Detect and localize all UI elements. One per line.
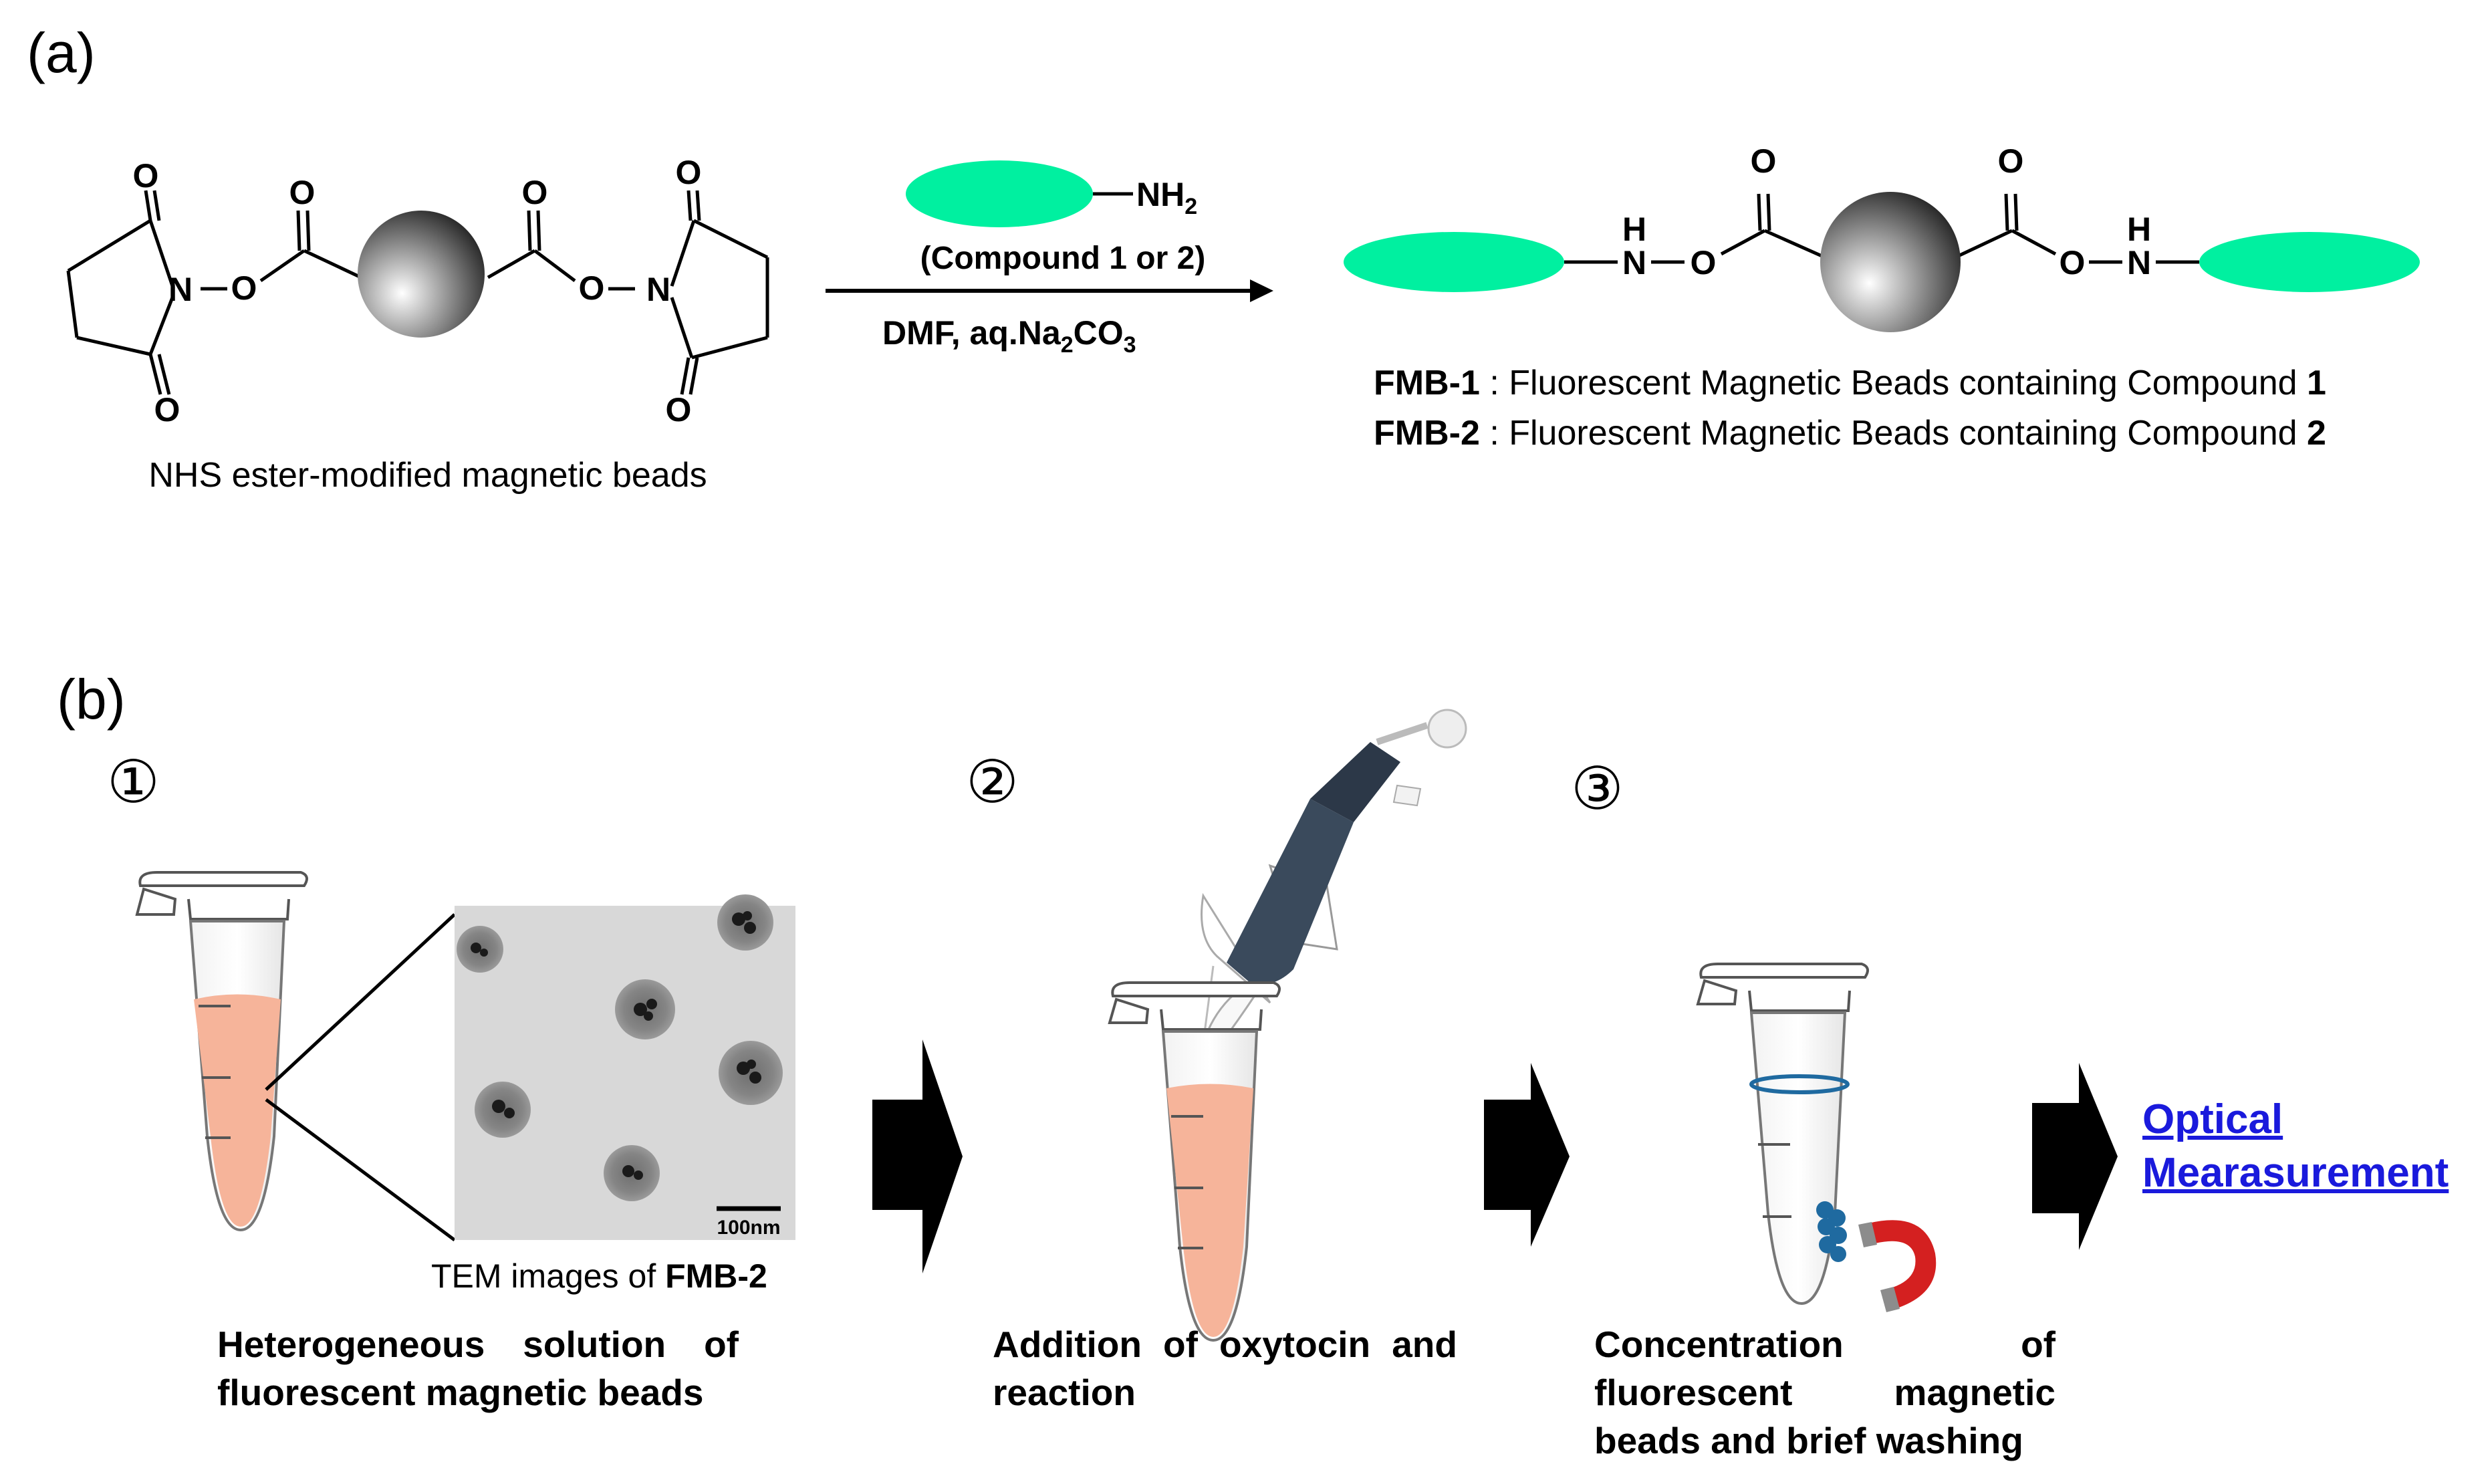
fluorophore-left xyxy=(1344,232,1564,292)
step-3-caption-line: Concentration of xyxy=(1594,1324,2055,1365)
reagent-amine: NH2 xyxy=(1136,176,1197,219)
step-marker-2: ② xyxy=(966,749,1019,815)
atom-o: O xyxy=(1998,142,2024,180)
step-1-caption-line: fluorescent magnetic beads xyxy=(217,1372,704,1413)
atom-n: N xyxy=(646,271,670,308)
step-2-caption-line: reaction xyxy=(993,1372,1136,1413)
atom-o: O xyxy=(154,391,180,428)
liquid xyxy=(1166,1084,1253,1337)
step-marker-3: ③ xyxy=(1571,755,1624,822)
liquid-level-ring xyxy=(1749,1074,1850,1094)
atom-h: H xyxy=(1622,211,1646,248)
tem-caption-sample: FMB-2 xyxy=(665,1257,767,1295)
atom-o: O xyxy=(676,154,702,191)
flow-arrow xyxy=(2032,1063,2118,1250)
concentrated-beads xyxy=(1816,1201,1847,1262)
atom-o: O xyxy=(1751,142,1777,180)
atom-n: N xyxy=(168,271,193,308)
product-molecule xyxy=(1564,193,2199,264)
tem-caption-prefix: TEM images of xyxy=(431,1257,666,1295)
tube-1 xyxy=(135,871,308,1232)
step-3-caption-line: fluorescent magnetic xyxy=(1594,1372,2055,1413)
atom-h: H xyxy=(2127,211,2151,248)
atom-o: O xyxy=(2060,244,2086,281)
optical-measurement-link[interactable]: Optical Mearasurement xyxy=(2142,1093,2449,1200)
liquid xyxy=(194,994,281,1227)
atom-o: O xyxy=(522,174,548,211)
horseshoe-magnet xyxy=(1858,1220,1937,1312)
flow-arrow xyxy=(1484,1063,1570,1247)
step-1-caption-line: Heterogeneous solution of xyxy=(217,1324,739,1365)
nhs-ester-molecule xyxy=(66,190,769,395)
magnetic-bead xyxy=(358,211,485,338)
reagent-note: (Compound 1 or 2) xyxy=(920,241,1206,276)
pipette xyxy=(1199,709,1467,1060)
step-2-caption: Addition of oxytocin and reaction xyxy=(993,1320,1457,1416)
atom-n: N xyxy=(1622,244,1646,281)
atom-o: O xyxy=(579,269,605,307)
atom-o: O xyxy=(1691,244,1717,281)
optical-measurement-line[interactable]: Optical xyxy=(2142,1096,2283,1142)
scale-bar-label: 100nm xyxy=(717,1217,780,1239)
start-caption: NHS ester-modified magnetic beads xyxy=(148,456,707,495)
step-3-caption-line: beads and brief washing xyxy=(1594,1420,2023,1461)
reaction-conditions: DMF, aq.Na2CO3 xyxy=(882,314,1136,358)
legend-fmb-2: FMB-2 : Fluorescent Magnetic Beads conta… xyxy=(1374,414,2326,453)
atom-o: O xyxy=(666,391,692,428)
optical-measurement-line[interactable]: Mearasurement xyxy=(2142,1150,2449,1196)
atom-o: O xyxy=(231,269,257,307)
magnetic-bead xyxy=(1820,192,1961,332)
tem-image: 100nm xyxy=(455,894,795,1240)
tem-caption: TEM images of FMB-2 xyxy=(431,1257,767,1295)
flow-arrow xyxy=(872,1039,963,1273)
step-marker-1: ① xyxy=(107,749,160,815)
step-1-caption: Heterogeneous solution of fluorescent ma… xyxy=(217,1320,739,1416)
atom-n: N xyxy=(2127,244,2151,281)
panel-a-label: (a) xyxy=(27,21,96,84)
fluorophore-reagent xyxy=(906,160,1093,227)
panel-b-label: (b) xyxy=(57,668,126,731)
step-2-caption-line: Addition of oxytocin and xyxy=(993,1324,1457,1365)
fluorophore-right xyxy=(2199,232,2420,292)
tube-2 xyxy=(1108,981,1281,1342)
legend-fmb-1: FMB-1 : Fluorescent Magnetic Beads conta… xyxy=(1374,364,2326,402)
atom-o: O xyxy=(133,157,159,195)
step-3-caption: Concentration of fluorescent magnetic be… xyxy=(1594,1320,2055,1465)
atom-o: O xyxy=(289,174,316,211)
